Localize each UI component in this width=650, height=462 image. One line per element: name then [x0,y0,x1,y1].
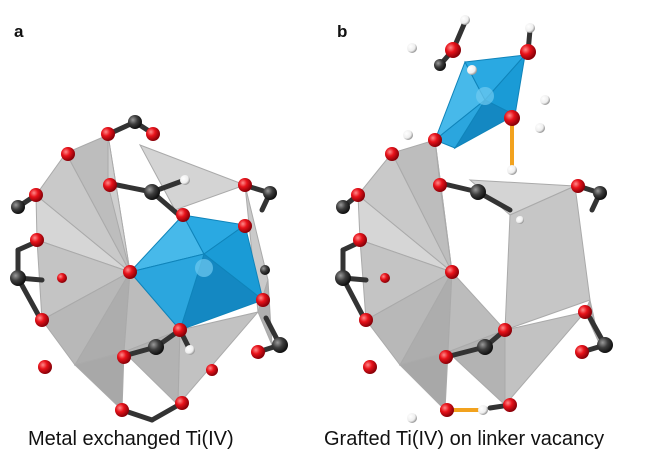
panel-a-caption: Metal exchanged Ti(IV) [28,428,234,450]
ti-octahedron [128,214,265,332]
panel-a-letter: a [14,22,24,41]
oxygen-atoms [29,127,270,417]
ti-octahedron [433,53,527,150]
zr-polyhedra [35,134,273,412]
carbon-atoms [10,115,288,355]
carbon-atoms [335,59,613,355]
panel-b-structure [335,15,613,423]
panel-b-caption: Grafted Ti(IV) on linker vacancy [324,428,605,450]
oxygen-atoms [351,42,592,417]
zr-polyhedra [357,139,601,412]
hydrogen-atoms [403,15,550,423]
panel-a-structure [10,115,288,423]
hydrogen-atoms [180,175,195,355]
panel-b-letter: b [337,22,348,41]
